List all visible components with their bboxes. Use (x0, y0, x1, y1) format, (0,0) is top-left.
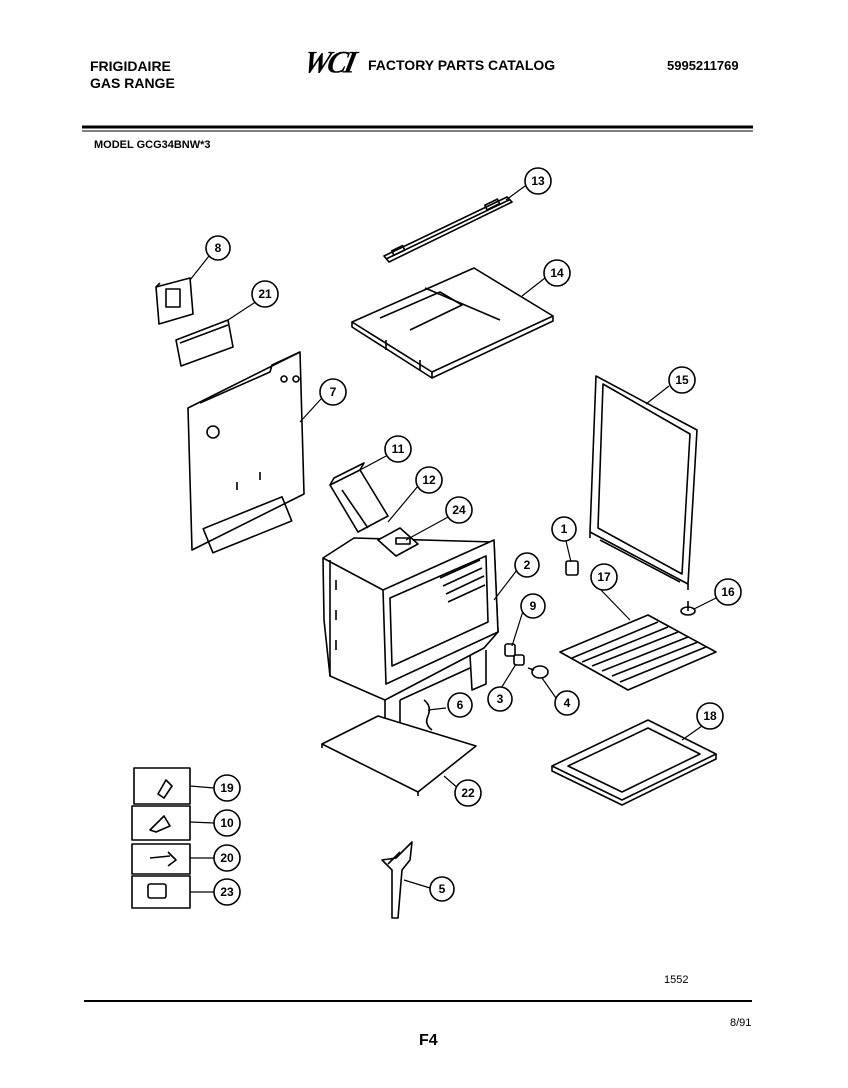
part-3-nut (513, 654, 525, 666)
part-17-oven-rack (559, 614, 717, 691)
svg-text:4: 4 (564, 696, 571, 710)
callout-23: 23 (213, 878, 241, 906)
callout-18: 18 (696, 702, 724, 730)
callout-24: 24 (445, 496, 473, 524)
svg-text:11: 11 (392, 442, 405, 456)
svg-text:17: 17 (597, 570, 611, 584)
callout-9: 9 (520, 593, 546, 619)
diagram-number: 1552 (664, 974, 689, 986)
part-6-spring (423, 699, 433, 731)
svg-text:2: 2 (524, 558, 531, 572)
svg-text:24: 24 (452, 503, 466, 517)
callout-14: 14 (543, 259, 571, 287)
callout-13: 13 (524, 167, 552, 195)
svg-text:22: 22 (461, 786, 475, 800)
part-8-bracket (155, 277, 194, 325)
part-21-plate (175, 319, 234, 367)
callout-10: 10 (213, 809, 241, 837)
part-22-bottom-panel (321, 715, 477, 796)
revision-date: 8/91 (730, 1017, 752, 1029)
callout-15: 15 (668, 366, 696, 394)
svg-text:16: 16 (721, 585, 735, 599)
callout-11: 11 (384, 435, 412, 463)
part-24-burner-bracket (377, 527, 419, 557)
callout-16: 16 (714, 578, 742, 606)
product-type: GAS RANGE (90, 75, 175, 91)
callout-8: 8 (205, 235, 231, 261)
part-1-clip (565, 560, 579, 576)
brand-block: FRIGIDAIRE GAS RANGE (90, 58, 175, 92)
callout-6: 6 (447, 692, 473, 718)
callout-22: 22 (454, 779, 482, 807)
svg-text:13: 13 (531, 174, 545, 188)
svg-text:20: 20 (220, 851, 234, 865)
callout-20: 20 (213, 844, 241, 872)
svg-text:10: 10 (220, 816, 234, 830)
part-16-knob (680, 601, 696, 616)
svg-text:6: 6 (457, 698, 464, 712)
catalog-number: 5995211769 (667, 58, 739, 73)
part-13-rail (383, 196, 513, 263)
callout-4: 4 (554, 690, 580, 716)
page-number: F4 (419, 1032, 438, 1049)
svg-text:12: 12 (422, 473, 436, 487)
svg-text:5: 5 (439, 882, 446, 896)
callout-19: 19 (213, 774, 241, 802)
part-4-knob (527, 665, 549, 679)
callout-7: 7 (319, 378, 347, 406)
catalog-title: FACTORY PARTS CATALOG (368, 57, 556, 73)
svg-text:23: 23 (220, 885, 234, 899)
svg-text:21: 21 (258, 287, 272, 301)
svg-text:1: 1 (561, 522, 568, 536)
callout-5-bottom: 5 (429, 876, 455, 902)
part-9-bracket (504, 643, 516, 657)
part-7-back-panel (187, 351, 305, 554)
part-18-broiler-pan (551, 719, 717, 806)
oven-cavity-body (322, 537, 499, 729)
part-5-hinge (381, 841, 413, 919)
svg-text:18: 18 (703, 709, 717, 723)
svg-text:19: 19 (220, 781, 234, 795)
svg-text:14: 14 (550, 266, 564, 280)
callout-21: 21 (251, 280, 279, 308)
callout-3: 3 (487, 686, 513, 712)
svg-text:7: 7 (330, 385, 337, 399)
part-11-duct (329, 462, 389, 533)
callout-2: 2 (514, 552, 540, 578)
callout-17: 17 (590, 563, 618, 591)
svg-text:9: 9 (530, 599, 537, 613)
svg-text:8: 8 (215, 241, 222, 255)
callout-12: 12 (415, 466, 443, 494)
part-15-door-frame (589, 375, 698, 590)
small-parts-boxes (131, 767, 191, 909)
svg-text:15: 15 (675, 373, 689, 387)
model-label: MODEL GCG34BNW*3 (94, 139, 211, 151)
callout-1: 1 (551, 516, 577, 542)
svg-text:3: 3 (497, 692, 504, 706)
brand-name: FRIGIDAIRE (90, 58, 171, 74)
part-14-top-panel (351, 267, 554, 379)
leader-lines (189, 185, 717, 893)
